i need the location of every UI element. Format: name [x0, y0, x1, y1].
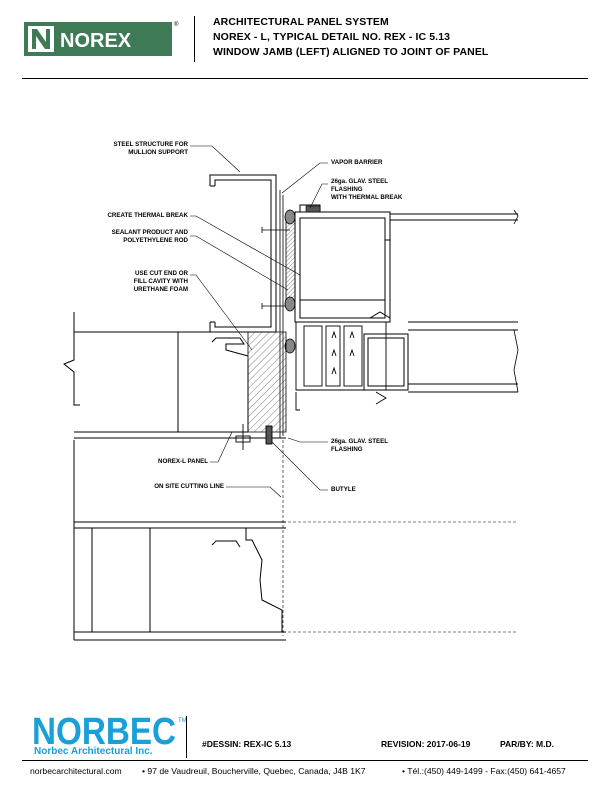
thermal-break [305, 205, 321, 213]
label-norex-panel: NOREX-L PANEL [158, 458, 208, 465]
drawn-by: PAR/BY: M.D. [500, 739, 554, 749]
norex-logo-text: NOREX [60, 30, 132, 52]
norbec-tm-mark: TM [178, 718, 187, 724]
header-separator [194, 16, 195, 62]
break-lines-right [513, 209, 519, 393]
address-text: • 97 de Vaudreuil, Boucherville, Quebec,… [142, 766, 366, 776]
revision-date: REVISION: 2017-06-19 [381, 739, 471, 749]
steel-structure [209, 174, 277, 333]
norex-logo: NOREX [24, 22, 172, 56]
label-butyle: BUTYLE [331, 486, 356, 493]
window-thermal-section [295, 321, 387, 411]
norex-panel-lower [74, 521, 286, 641]
glazing-unit [363, 213, 518, 393]
norbec-logo-text: NORBEC [32, 711, 176, 748]
norbec-logo: NORBEC TM [32, 711, 187, 748]
cutting-line [282, 440, 518, 636]
header-rule [22, 78, 588, 79]
label-cutting-line: ON SITE CUTTING LINE [154, 483, 224, 490]
cut-end-hatch [247, 331, 287, 433]
footer-separator [186, 716, 187, 758]
polyethylene-rods [284, 209, 296, 354]
leader-lines [190, 145, 328, 498]
footer-rule [22, 760, 588, 761]
label-thermal-break: CREATE THERMAL BREAK [107, 212, 188, 219]
lower-fastener [235, 424, 273, 450]
title-line-2: NOREX - L, TYPICAL DETAIL NO. REX - IC 5… [213, 31, 451, 43]
title-line-1: ARCHITECTURAL PANEL SYSTEM [213, 16, 389, 28]
norex-registered-mark: ® [174, 22, 179, 28]
phone-fax-text: • Tél.:(450) 449-1499 - Fax:(450) 641-46… [402, 766, 566, 776]
window-frame [294, 204, 391, 323]
norex-panel-upper [63, 312, 286, 640]
title-line-3: WINDOW JAMB (LEFT) ALIGNED TO JOINT OF P… [213, 46, 489, 58]
label-vapor-barrier: VAPOR BARRIER [331, 159, 383, 166]
company-name: Norbec Architectural Inc. [34, 746, 153, 757]
website-link[interactable]: norbecarchitectural.com [30, 766, 122, 776]
drawing-number: #DESSIN: REX-IC 5.13 [202, 739, 292, 749]
